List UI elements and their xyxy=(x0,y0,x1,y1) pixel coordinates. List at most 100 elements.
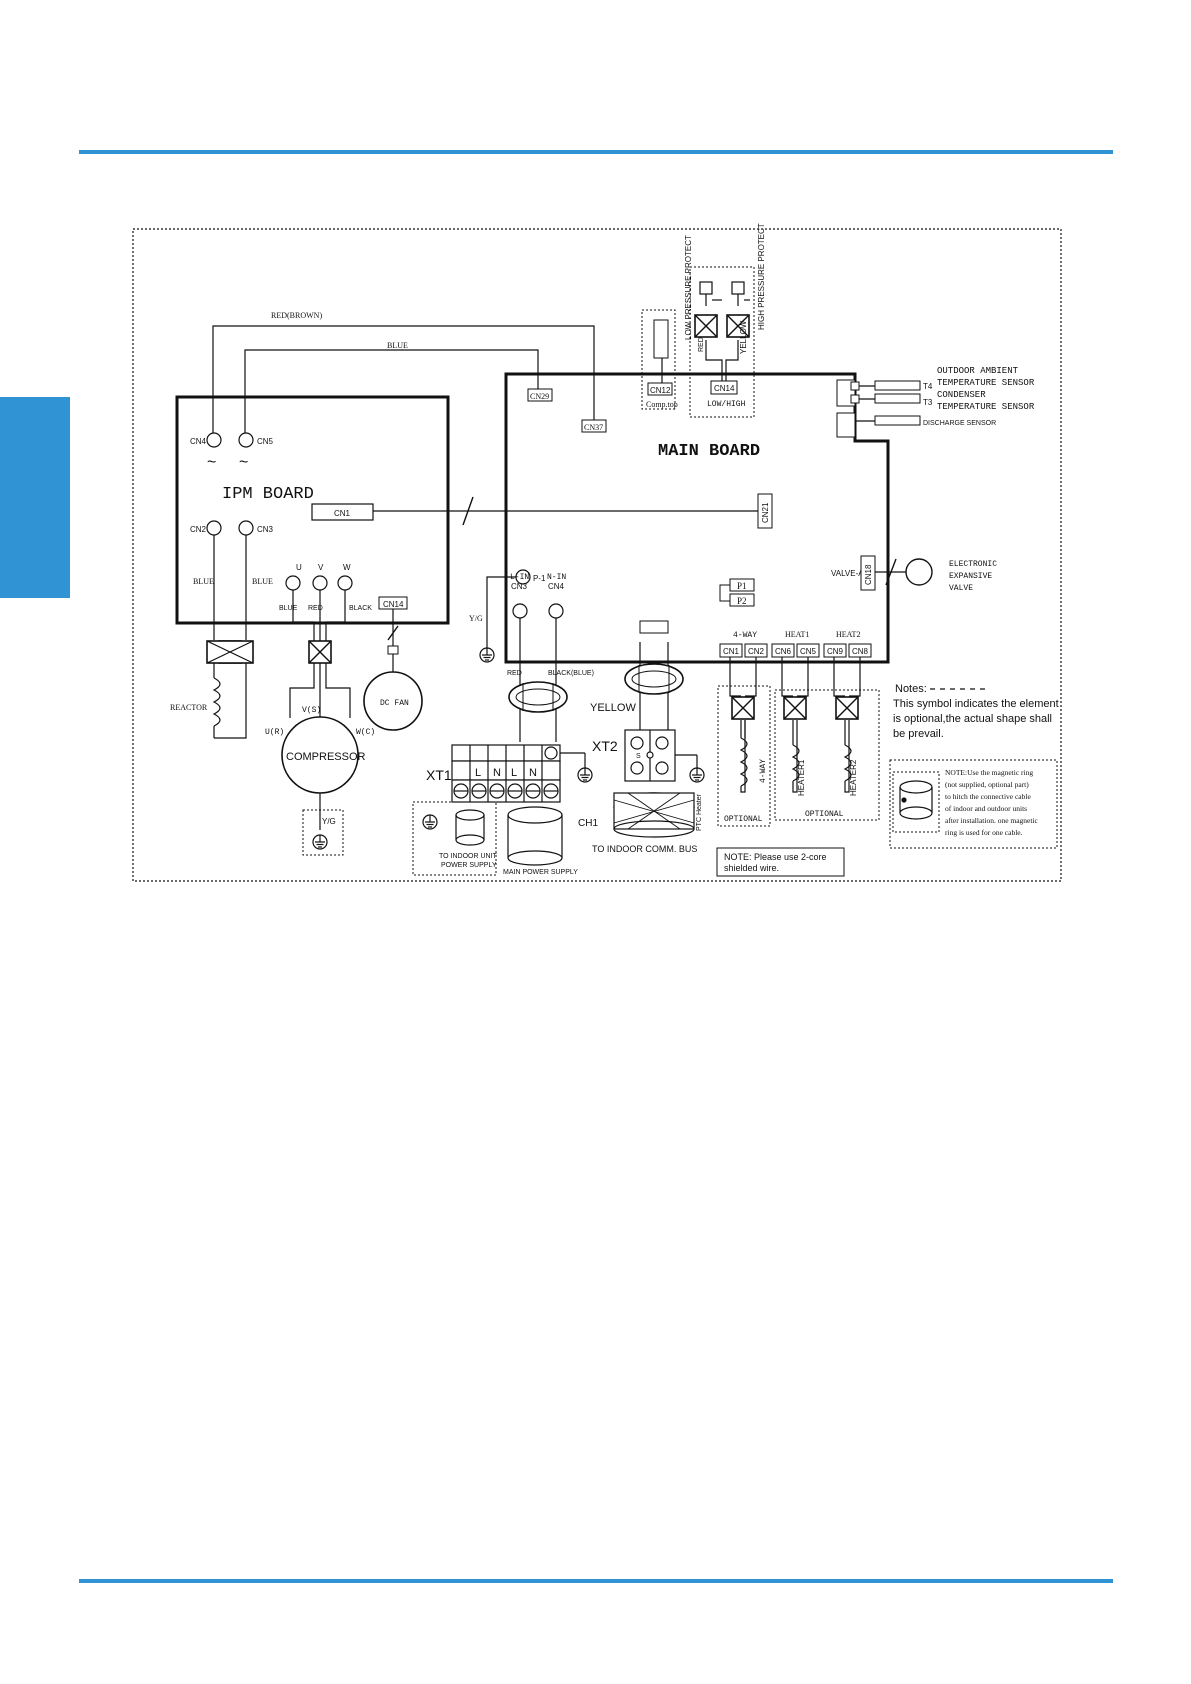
tilde-1: ~ xyxy=(207,454,216,471)
ring-note-1: NOTE:Use the magnetic ring xyxy=(945,768,1033,777)
comp-top-label: Comp.top xyxy=(646,400,678,409)
cn6-b-label: CN6 xyxy=(775,647,792,656)
pressure-switches xyxy=(699,281,750,306)
xt1-n2: N xyxy=(529,767,537,779)
cn18-label: CN18 xyxy=(864,564,873,585)
compressor-label: COMPRESSOR xyxy=(286,751,366,763)
xt2-label: XT2 xyxy=(592,738,618,754)
eev-label-2: EXPANSIVE xyxy=(949,572,992,581)
yellow-label: YELLOW xyxy=(590,702,636,714)
compressor-icon xyxy=(281,716,359,794)
condenser-label: CONDENSER xyxy=(937,390,986,400)
main-board-title: MAIN BOARD xyxy=(658,442,760,461)
w-label: W xyxy=(343,563,351,572)
notes-title: Notes: xyxy=(895,683,927,695)
cn5-b-label: CN5 xyxy=(800,647,817,656)
ring-note-4: of indoor and outdoor units xyxy=(945,804,1027,813)
optional-2-label: OPTIONAL xyxy=(805,810,844,819)
eev-label-1: ELECTRONIC xyxy=(949,560,997,569)
cn4-ipm-label: CN4 xyxy=(190,437,207,446)
blue-left-2-label: BLUE xyxy=(252,577,273,586)
p2-label: P2 xyxy=(737,596,747,606)
yellow-hp-label: YELLOW xyxy=(739,320,748,354)
ptc-heater-label: PTC Heater xyxy=(696,793,703,831)
outdoor-ambient-label: OUTDOOR AMBIENT xyxy=(937,366,1019,376)
to-indoor-label-1: TO INDOOR UNIT xyxy=(439,853,498,860)
note-wire-2: shielded wire. xyxy=(724,863,779,873)
v-label: V xyxy=(318,563,324,572)
cn12-label: CN12 xyxy=(650,386,671,395)
heater2-label: HEATER2 xyxy=(849,759,858,796)
cn29-label: CN29 xyxy=(530,392,549,401)
header-rule xyxy=(79,150,1113,154)
l-in-label: L-IN xyxy=(510,573,529,582)
red-v-label: RED xyxy=(308,605,323,612)
ch1-label: CH1 xyxy=(578,818,598,829)
to-indoor-comm-label: TO INDOOR COMM. BUS xyxy=(592,844,697,854)
shielded-cable-ch1 xyxy=(613,792,695,838)
xt2-s-label: S xyxy=(636,753,641,760)
blue-top-label: BLUE xyxy=(387,341,408,350)
xt1-l2: L xyxy=(511,767,517,779)
four-way-top-label: 4-WAY xyxy=(733,631,757,640)
temp-sensor-2-label: TEMPERATURE SENSOR xyxy=(937,402,1035,412)
magnetic-ring-comm xyxy=(624,663,684,695)
ring-note-3: to hitch the connective cable xyxy=(945,792,1031,801)
temp-sensor-1-label: TEMPERATURE SENSOR xyxy=(937,378,1035,388)
eev-label-3: VALVE xyxy=(949,584,973,593)
cn2-ipm-label: CN2 xyxy=(190,525,207,534)
cn3-ipm-label: CN3 xyxy=(257,525,274,534)
reactor-label: REACTOR xyxy=(170,703,208,712)
notes-line-1: This symbol indicates the element xyxy=(893,698,1059,710)
u-label: U xyxy=(296,563,302,572)
low-high-label: LOW/HIGH xyxy=(707,400,746,409)
cn14-main-label: CN14 xyxy=(714,384,735,393)
t3-label: T3 xyxy=(923,398,933,407)
ipm-board xyxy=(175,395,450,625)
cn1-b-label: CN1 xyxy=(723,647,740,656)
n-in-label: N-IN xyxy=(547,573,566,582)
low-pressure-label: LOW PRESSURE PROTECT xyxy=(684,235,693,340)
red-wire-label: RED xyxy=(507,670,522,677)
cn5-ipm-label: CN5 xyxy=(257,437,274,446)
cn21-label: CN21 xyxy=(761,502,770,523)
p1-label: P1 xyxy=(737,581,747,591)
xt1-terminal-block xyxy=(451,744,561,803)
xt1-l1: L xyxy=(475,767,481,779)
main-power-label: MAIN POWER SUPPLY xyxy=(503,869,578,876)
cn9-b-label: CN9 xyxy=(827,647,844,656)
notes-line-2: is optional,the actual shape shall xyxy=(893,713,1052,725)
blue-u-label: BLUE xyxy=(279,605,298,612)
dc-fan-icon xyxy=(363,671,423,731)
p1-main-label: P-1 xyxy=(533,574,546,583)
eev-icon xyxy=(905,558,933,586)
footer-rule xyxy=(79,1579,1113,1583)
cn3-main-label: CN3 xyxy=(511,582,528,591)
yg-left-label: Y/G xyxy=(469,614,483,623)
dc-fan-label: DC FAN xyxy=(380,699,409,708)
valve-a-label: VALVE-A xyxy=(831,569,864,578)
blue-left-1-label: BLUE xyxy=(193,577,214,586)
wc-label: W(C) xyxy=(356,728,375,737)
main-board xyxy=(504,372,890,664)
vs-label: V(S) xyxy=(302,706,321,715)
ipm-board-title: IPM BOARD xyxy=(222,485,314,504)
yg-comp-label: Y/G xyxy=(322,817,336,826)
xt1-n1: N xyxy=(493,767,501,779)
magnetic-ring-icon xyxy=(899,780,933,820)
black-blue-label: BLACK(BLUE) xyxy=(548,670,594,677)
wires xyxy=(212,325,906,830)
to-indoor-label-2: POWER SUPPLY xyxy=(441,862,497,869)
bundle-marks xyxy=(387,496,897,641)
four-way-coil-label: 4-WAY xyxy=(759,759,768,783)
high-pressure-label: HIGH PRESSURE PROTECT xyxy=(757,223,766,330)
ring-note-5: after installation. one magnetic xyxy=(945,816,1039,825)
black-w-label: BLACK xyxy=(349,605,372,612)
ring-note-6: ring is used for one cable. xyxy=(945,828,1023,837)
heat2-label: HEAT2 xyxy=(836,630,860,639)
cn14-ipm-label: CN14 xyxy=(383,600,404,609)
ring-note-2: (not supplied, optional part) xyxy=(945,780,1029,789)
red-lp-label: RED xyxy=(698,337,705,352)
ur-label: U(R) xyxy=(265,728,284,737)
